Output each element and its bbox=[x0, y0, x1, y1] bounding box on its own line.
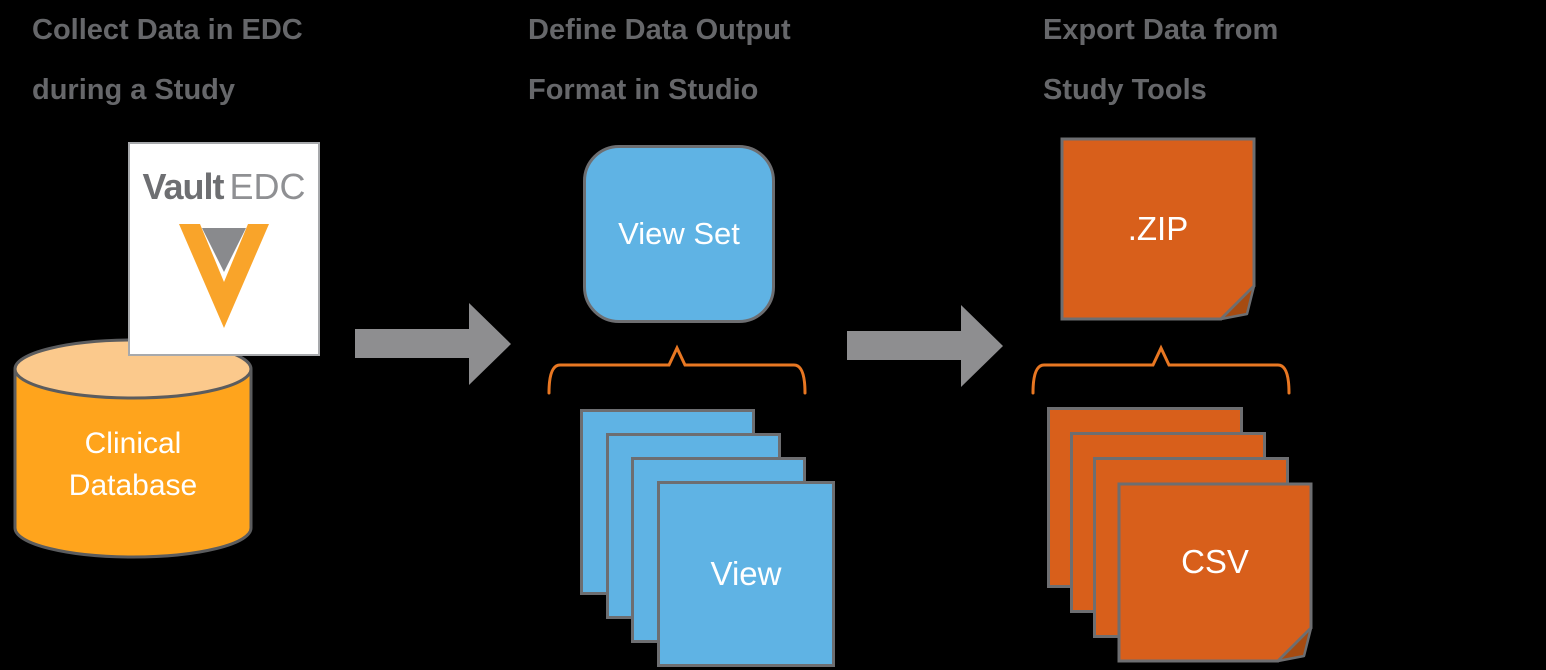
view-set-box: View Set bbox=[583, 145, 775, 323]
step2-heading-line1: Define Data Output bbox=[528, 14, 791, 46]
zip-file-box: .ZIP bbox=[1060, 137, 1256, 321]
folded-corner-page-icon bbox=[1117, 482, 1313, 663]
flow-arrow-icon bbox=[355, 303, 511, 385]
csv-page-front: CSV bbox=[1117, 482, 1313, 663]
csv-label: CSV bbox=[1181, 542, 1249, 580]
veeva-v-icon bbox=[179, 224, 269, 328]
zip-label: .ZIP bbox=[1127, 210, 1189, 247]
clinical-database-line2: Database bbox=[68, 469, 198, 502]
curly-brace-icon bbox=[1031, 344, 1291, 395]
step2-heading: Define Data Output Format in Studio bbox=[528, 0, 791, 120]
step1-heading-line1: Collect Data in EDC bbox=[32, 14, 303, 46]
step3-heading: Export Data from Study Tools bbox=[1043, 0, 1278, 120]
step1-heading-line2: during a Study bbox=[32, 74, 235, 106]
step3-heading-line1: Export Data from bbox=[1043, 14, 1279, 46]
folded-corner-page-icon bbox=[1060, 137, 1256, 321]
flow-arrow-icon bbox=[847, 305, 1003, 387]
vault-brand-text: Vault bbox=[142, 166, 224, 207]
edc-product-text: EDC bbox=[229, 166, 306, 207]
view-page-front: View bbox=[657, 481, 835, 667]
view-set-label: View Set bbox=[618, 216, 740, 251]
view-label: View bbox=[710, 555, 782, 592]
step2-heading-line2: Format in Studio bbox=[528, 74, 759, 106]
step3-heading-line2: Study Tools bbox=[1043, 74, 1207, 106]
clinical-database-line1: Clinical bbox=[84, 427, 182, 460]
step1-heading: Collect Data in EDC during a Study bbox=[32, 0, 303, 120]
curly-brace-icon bbox=[547, 344, 807, 395]
clinical-database-label: Clinical Database bbox=[12, 423, 254, 507]
